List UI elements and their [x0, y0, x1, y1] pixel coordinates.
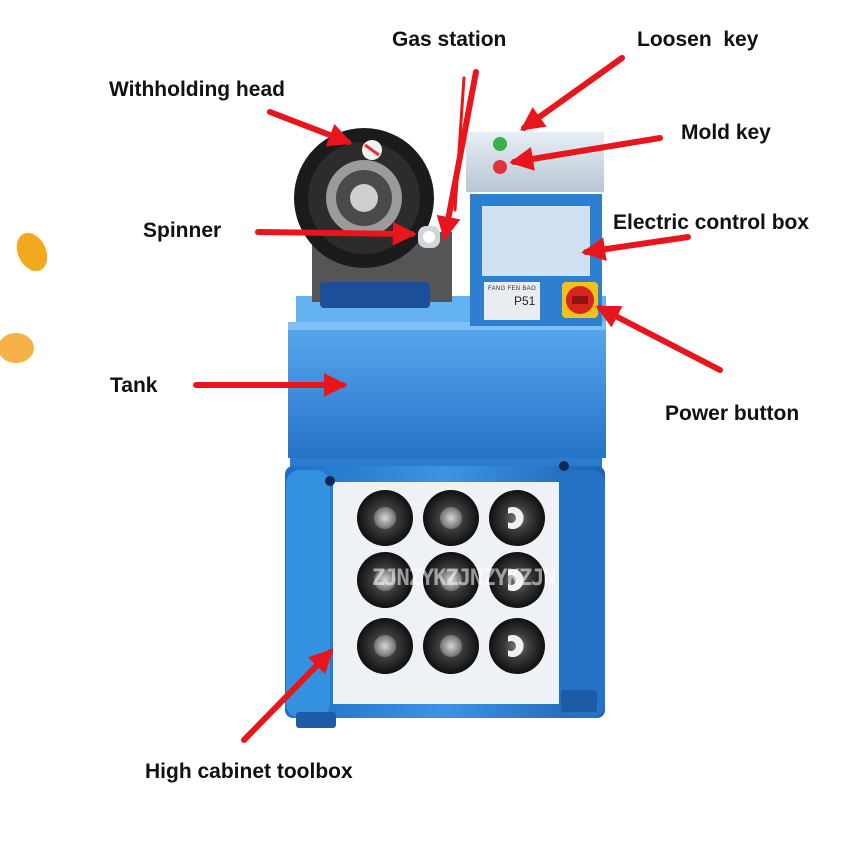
- label-electric-control-box: Electric control box: [613, 211, 810, 234]
- arrow-high-cabinet-toolbox: [241, 648, 334, 743]
- arrow-gas-station: [436, 69, 479, 241]
- crimping-head: [294, 128, 452, 308]
- panel-model: P51: [514, 294, 536, 308]
- electric-control-box: [466, 132, 604, 326]
- die-grid: [357, 490, 545, 674]
- arrow-power-button: [595, 305, 723, 373]
- arrow-spinner: [255, 221, 417, 246]
- callout-arrows: [193, 55, 723, 743]
- panel-brand: FANG FEN BAO: [488, 286, 536, 292]
- arrow-mold-key: [509, 135, 663, 171]
- mold-key-button[interactable]: [493, 160, 507, 174]
- label-spinner: Spinner: [143, 219, 222, 242]
- label-loosen-key: Loosen key: [637, 28, 759, 51]
- label-gas-station: Gas station: [392, 28, 507, 51]
- arrow-electric-control-box: [581, 234, 691, 262]
- label-power-button: Power button: [665, 402, 800, 425]
- decor-blob-bottom: [0, 333, 34, 363]
- label-mold-key: Mold key: [681, 121, 771, 144]
- label-withholding-head: Withholding head: [109, 78, 285, 101]
- arrow-gas-station-2: [453, 76, 466, 212]
- loosen-key-button[interactable]: [493, 137, 507, 151]
- arrow-withholding-head: [267, 109, 353, 147]
- arrow-loosen-key: [520, 55, 625, 131]
- decor-blob-top: [16, 232, 48, 272]
- label-tank: Tank: [110, 374, 158, 397]
- label-high-cabinet-toolbox: High cabinet toolbox: [145, 760, 353, 783]
- watermark: ZJNZYKZJNZYKZJN: [372, 566, 557, 591]
